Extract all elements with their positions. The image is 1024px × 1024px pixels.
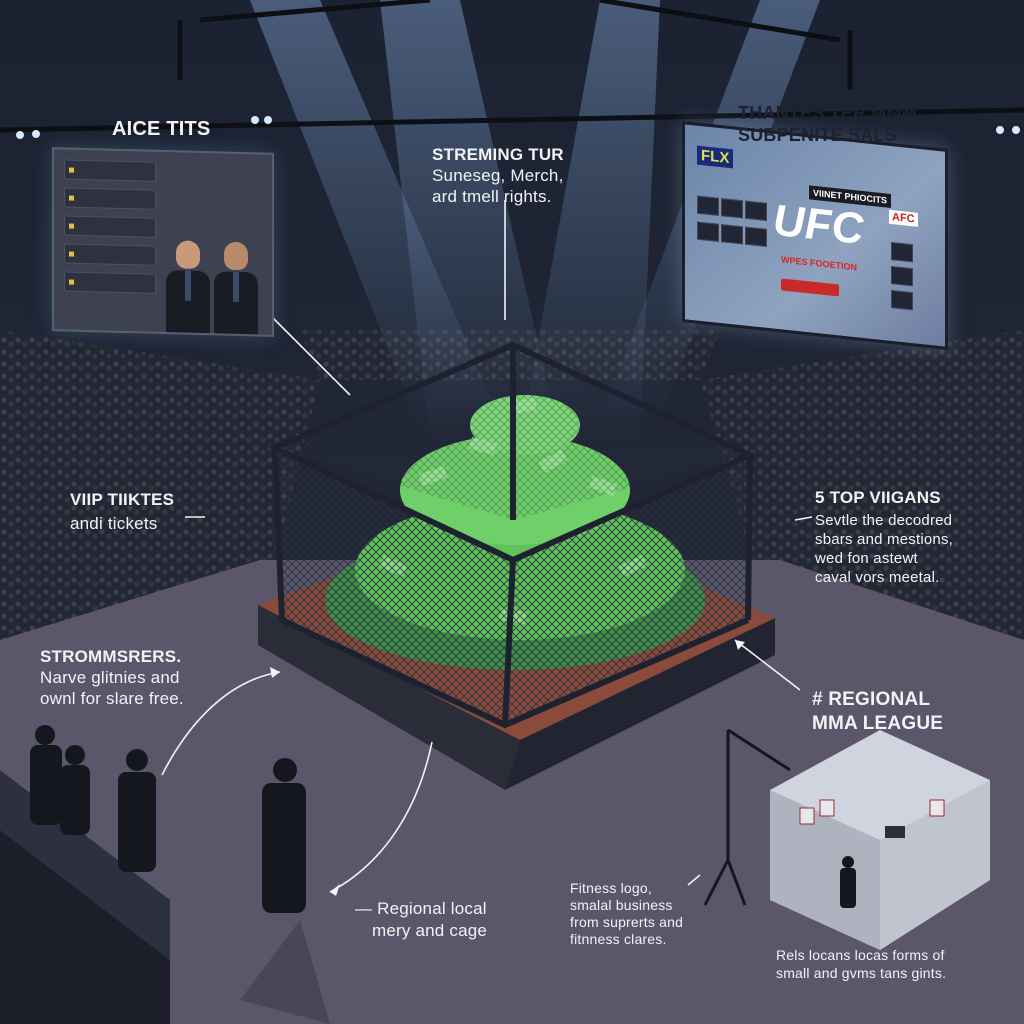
label-line: from suprerts and (570, 914, 684, 930)
left-monitor (52, 147, 274, 337)
avatar (214, 241, 258, 335)
label-line: — Regional local (355, 899, 487, 918)
label-line: andi tickets (70, 514, 158, 533)
label-line: sbars and mestions, (815, 531, 954, 548)
screen-tile (721, 224, 743, 245)
label-regional-league: # REGIONAL MMA LEAGUE (812, 688, 943, 736)
stage-lights (16, 116, 1020, 139)
label-streaming: STREMING TUR Suneseg, Merch, ard tmell r… (432, 144, 564, 207)
label-line: caval vors meetal. (815, 569, 940, 586)
label-regional-local: — Regional local mery and cage (355, 898, 487, 942)
label-line: SUBPENITE SALS (738, 125, 897, 145)
monitor-menu (64, 159, 156, 301)
screen-tile (721, 198, 743, 219)
label-local-forms: Rels locans locas forms of small and gvm… (776, 946, 946, 982)
screen-tile (891, 241, 913, 263)
staff-silhouettes (30, 725, 306, 913)
label-top-right: THANTES TER MMM SUBPENITE SALS (738, 102, 917, 146)
booth-icon (770, 730, 990, 950)
label-title: STREMING TUR (432, 145, 564, 164)
screen-tile (891, 265, 913, 287)
cage-platform-side (258, 605, 520, 790)
label-line: Narve glitnies and (40, 668, 180, 687)
bleacher (0, 830, 170, 1024)
annotation-arrows (161, 200, 813, 893)
cage-icon (267, 341, 758, 729)
label-line: THANTES TER MMM (738, 103, 917, 123)
menu-row (64, 159, 156, 182)
promo-text: WPES FOOETION (781, 254, 858, 273)
screen-tile (697, 221, 719, 242)
label-title: STROMMSRERS. (40, 647, 182, 666)
avatar (166, 240, 210, 334)
lighting-truss (0, 0, 1024, 133)
promo-screen: FLX VIINET PHIOCITS AFC UFC WPES FOOETIO… (682, 121, 948, 350)
menu-row (64, 243, 156, 266)
label-title: AICE TITS (112, 118, 211, 140)
label-line: smalal business (570, 897, 673, 913)
label-top-vigans: 5 TOP VIIGANS Sevtle the decodred sbars … (815, 488, 953, 587)
label-line: ownl for slare free. (40, 689, 184, 708)
screen-tag: AFC (889, 209, 918, 227)
screen-tile (745, 200, 767, 221)
label-line: small and gvms tans gints. (776, 965, 947, 981)
label-line: Sevtle the decodred (815, 512, 953, 529)
promo-banner (781, 278, 839, 297)
spotlight-icon (250, 0, 500, 430)
label-line: ard tmell rights. (432, 187, 552, 206)
menu-row (64, 187, 156, 210)
label-top-left: AICE TITS (112, 118, 210, 141)
label-line: Fitness logo, (570, 880, 652, 896)
label-title: # REGIONAL (812, 689, 931, 710)
screen-tile (697, 195, 719, 216)
arena-floor (0, 560, 1024, 1024)
label-title: VIIP TIIKTES (70, 490, 175, 509)
brand-logo: UFC (773, 195, 864, 255)
label-line: wed fon astewt (815, 550, 918, 567)
label-line: fitnness clares. (570, 931, 667, 947)
label-streamers: STROMMSRERS. Narve glitnies and ownl for… (40, 646, 184, 709)
label-line: Suneseg, Merch, (432, 166, 564, 185)
label-vip: VIIP TIIKTES andi tickets (70, 488, 174, 536)
label-line: MMA LEAGUE (812, 713, 944, 734)
label-fitness: Fitness logo, smalal business from supre… (570, 880, 683, 948)
screen-tile (745, 226, 767, 247)
label-title: 5 TOP VIIGANS (815, 488, 941, 507)
label-line: Rels locans locas forms of (776, 947, 945, 963)
screen-tag: FLX (697, 145, 734, 169)
menu-row (64, 271, 156, 294)
spotlight-icon (520, 0, 660, 440)
spotlight-icon (703, 728, 791, 906)
screen-tile (891, 289, 913, 311)
menu-row (64, 215, 156, 238)
label-line: mery and cage (372, 921, 488, 940)
cage-platform-side (505, 618, 775, 790)
